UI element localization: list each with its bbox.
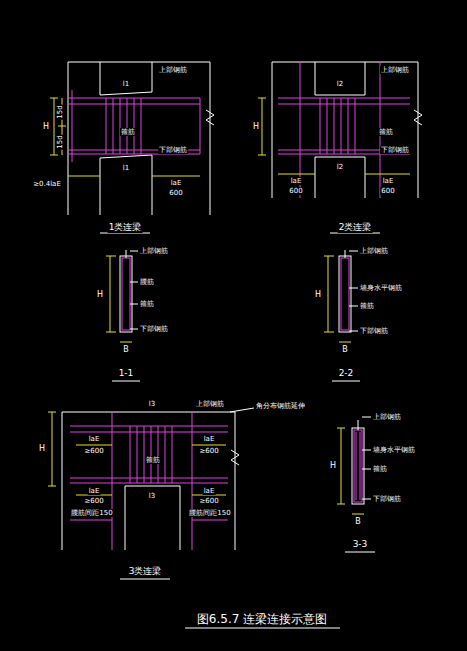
annotation: 墙身水平钢筋 (359, 284, 403, 292)
rebar (70, 412, 228, 550)
annotation: B (354, 517, 362, 526)
annotation: ≥600 (83, 497, 104, 505)
annotation: H (96, 290, 104, 299)
annotation: 箍筋 (359, 302, 375, 310)
wall-outline (68, 62, 214, 215)
annotation: l2 (336, 163, 344, 171)
wall-outline (62, 412, 239, 550)
annotation: H (252, 122, 260, 131)
stirrup (151, 426, 152, 483)
annotation: H (314, 290, 322, 299)
annotation: H (329, 461, 337, 470)
stirrup (320, 98, 321, 154)
annotation: 箍筋 (145, 456, 161, 464)
annotation: laE (170, 179, 183, 187)
annotation: 下部钢筋 (359, 327, 389, 335)
stirrup (158, 426, 159, 483)
annotation: l2 (336, 80, 344, 88)
annotation: laE (203, 487, 216, 495)
annotation: 箍筋 (372, 465, 388, 473)
annotation: B (341, 345, 349, 354)
annotation: l1 (122, 164, 130, 172)
annotation: l1 (122, 80, 130, 88)
figure-title: 图6.5.7 连梁连接示意图 (196, 612, 328, 626)
annotation: 上部钢筋 (139, 247, 169, 255)
figure-caption: 2类连梁 (338, 222, 373, 233)
figure-caption: 2-2 (338, 368, 355, 379)
annotation: laE (290, 177, 303, 185)
annotation: 600 (380, 187, 395, 195)
figure-caption: 3类连梁 (128, 566, 163, 577)
stirrup (355, 98, 356, 154)
stirrup (141, 98, 142, 154)
stirrup (106, 98, 107, 154)
section (106, 250, 140, 381)
annotation: 上部钢筋 (359, 247, 389, 255)
annotation: 角分布钢筋延伸 (255, 402, 306, 410)
stirrup (341, 98, 342, 154)
annotation: 上部钢筋 (380, 66, 410, 74)
stirrup (334, 98, 335, 154)
dimension (258, 98, 410, 233)
annotation: 上部钢筋 (195, 400, 225, 408)
section (324, 250, 360, 381)
annotation: 上部钢筋 (158, 66, 188, 74)
annotation: 腰筋间距150 (70, 509, 113, 517)
annotation: 箍筋 (139, 300, 155, 308)
figure-caption: 3-3 (352, 539, 369, 550)
stirrup (356, 432, 357, 500)
stirrup (134, 98, 135, 154)
rebar (68, 90, 200, 162)
annotation: l3 (148, 400, 156, 408)
figure-caption: 1-1 (118, 368, 135, 379)
annotation: 腰筋间距150 (188, 509, 231, 517)
stirrup (127, 98, 128, 154)
annotation: 腰筋 (139, 278, 155, 286)
annotation: 下部钢筋 (139, 325, 169, 333)
stirrup (144, 426, 145, 483)
annotation: laE (88, 435, 101, 443)
wall-outline (272, 62, 422, 198)
annotation: 600 (288, 187, 303, 195)
stirrups (106, 98, 360, 500)
dimension (50, 98, 200, 233)
annotation: laE (203, 435, 216, 443)
annotation: ≥600 (198, 447, 219, 455)
annotation: ≥600 (83, 447, 104, 455)
stirrup (130, 426, 131, 483)
stirrup (165, 426, 166, 483)
annotation: ≥600 (198, 497, 219, 505)
annotation: 15d (56, 134, 64, 149)
dimension (48, 408, 254, 579)
annotation: 下部钢筋 (158, 146, 188, 154)
annotation: l3 (148, 492, 156, 500)
figure-caption: 1类连梁 (108, 222, 143, 233)
annotation: 箍筋 (378, 128, 394, 136)
stirrup (172, 426, 173, 483)
annotation: H (38, 444, 46, 453)
annotation: laE (382, 177, 395, 185)
annotation: 上部钢筋 (372, 413, 402, 421)
stirrup (327, 98, 328, 154)
annotation: H (42, 122, 50, 131)
stirrup (137, 426, 138, 483)
stirrup (120, 98, 121, 154)
stirrup (348, 98, 349, 154)
annotation: 箍筋 (120, 128, 136, 136)
annotation: 15d (56, 104, 64, 119)
annotation: 下部钢筋 (380, 146, 410, 154)
section (337, 417, 375, 552)
rebar (278, 62, 410, 198)
stirrup (360, 432, 361, 500)
annotation: laE (88, 487, 101, 495)
annotation: B (122, 345, 130, 354)
annotation: 墙身水平钢筋 (372, 446, 416, 454)
stirrup (113, 98, 114, 154)
annotation: ≥0.4laE (32, 180, 62, 188)
annotation: 600 (168, 189, 183, 197)
annotation: 下部钢筋 (372, 495, 402, 503)
